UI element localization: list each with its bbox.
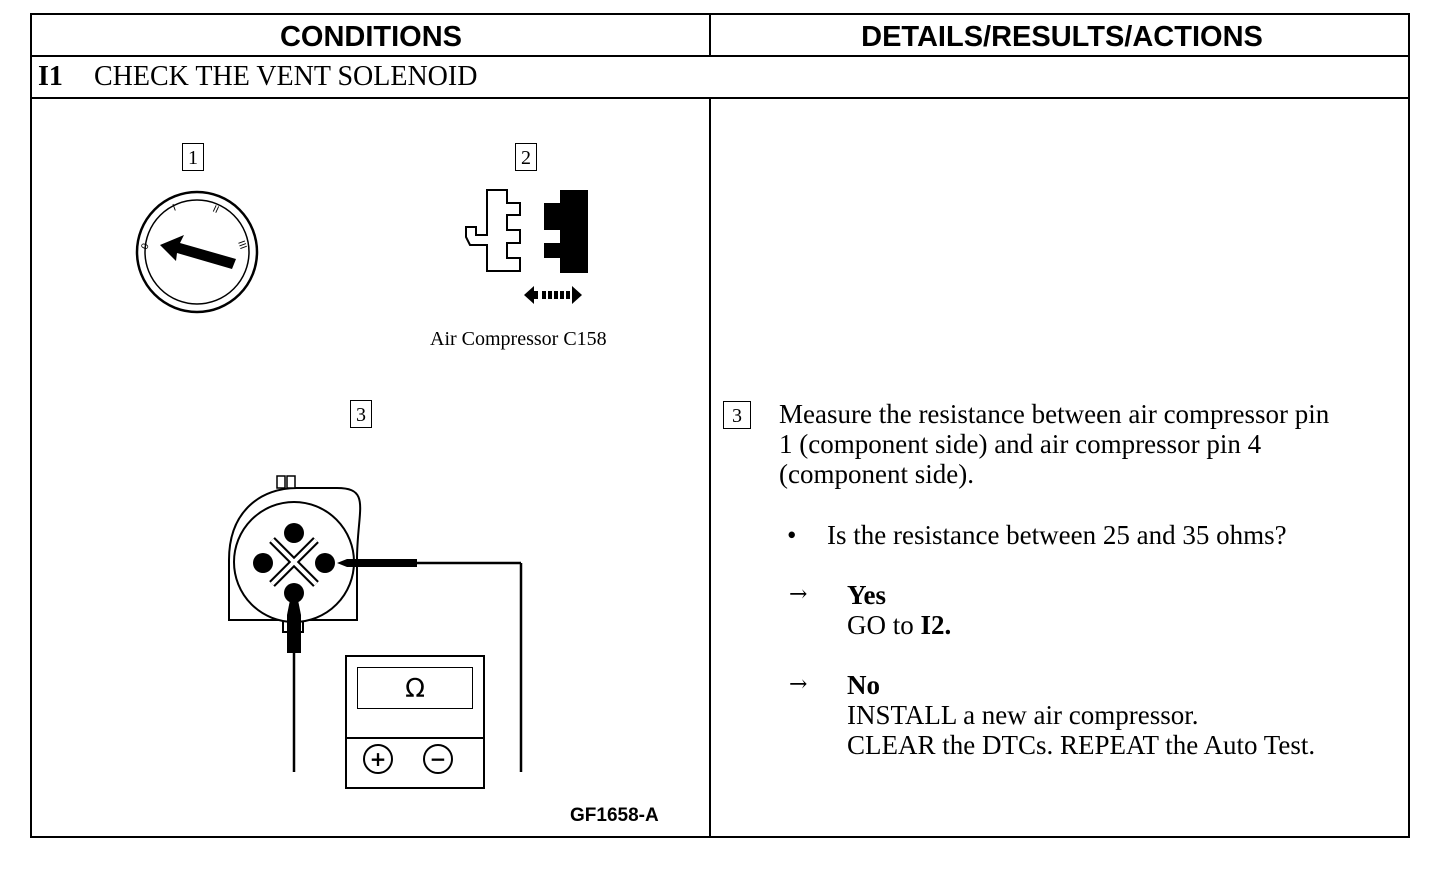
yes-action-target: I2. [920, 610, 952, 640]
table-header-row: CONDITIONS DETAILS/RESULTS/ACTIONS [32, 15, 1408, 57]
yes-action: GO to I2. [847, 610, 951, 640]
step-title-row: I1 CHECK THE VENT SOLENOID [32, 57, 1408, 99]
plus-symbol: + [369, 747, 387, 771]
ohmmeter-icon: Ω + − [345, 655, 485, 789]
details-step-number: 3 [723, 401, 751, 429]
no-action-line-1: INSTALL a new air compressor. [847, 700, 1199, 730]
instruction-line-3: (component side). [779, 459, 974, 489]
details-header: DETAILS/RESULTS/ACTIONS [861, 21, 1263, 53]
no-arrow-icon: → [789, 672, 808, 697]
connector-pin-face-icon [228, 475, 523, 772]
minus-terminal: − [423, 744, 453, 774]
connector-disconnect-icon [465, 189, 588, 304]
ohmmeter-display: Ω [357, 667, 473, 709]
yes-label: Yes [847, 580, 886, 610]
ignition-label-off: 0 [139, 242, 151, 251]
yes-action-prefix: GO to [847, 610, 921, 640]
step-title: CHECK THE VENT SOLENOID [94, 61, 478, 92]
column-divider [709, 99, 711, 838]
ignition-switch-icon: 0 I II III [135, 190, 259, 314]
instruction-text: Measure the resistance between air compr… [779, 399, 1409, 489]
item-2-number: 2 [515, 143, 537, 171]
yes-block: Yes GO to I2. [847, 580, 951, 640]
bullet-icon: • [787, 520, 797, 550]
no-action-line-2: CLEAR the DTCs. REPEAT the Auto Test. [847, 730, 1316, 760]
item-1-number: 1 [182, 143, 204, 171]
step-id: I1 [38, 61, 63, 92]
diagnostic-table: CONDITIONS DETAILS/RESULTS/ACTIONS I1 CH… [30, 13, 1410, 838]
no-label: No [847, 670, 880, 700]
instruction-line-1: Measure the resistance between air compr… [779, 399, 1330, 429]
ohmmeter-bottom-bar [347, 737, 483, 739]
figure-reference: GF1658-A [570, 805, 659, 826]
conditions-header: CONDITIONS [279, 21, 463, 53]
ignition-label-1: I [171, 203, 177, 214]
header-divider [709, 15, 711, 55]
item-3-number: 3 [350, 400, 372, 428]
minus-symbol: − [429, 747, 447, 771]
ignition-label-2: II [211, 204, 221, 216]
no-block: No INSTALL a new air compressor. CLEAR t… [847, 670, 1315, 760]
ohm-symbol: Ω [405, 674, 425, 704]
yes-arrow-icon: → [789, 582, 808, 607]
question-text: Is the resistance between 25 and 35 ohms… [827, 520, 1287, 550]
ignition-label-3: III [235, 239, 248, 251]
plus-terminal: + [363, 744, 393, 774]
item-2-caption: Air Compressor C158 [430, 328, 607, 350]
instruction-line-2: 1 (component side) and air compressor pi… [779, 429, 1262, 459]
